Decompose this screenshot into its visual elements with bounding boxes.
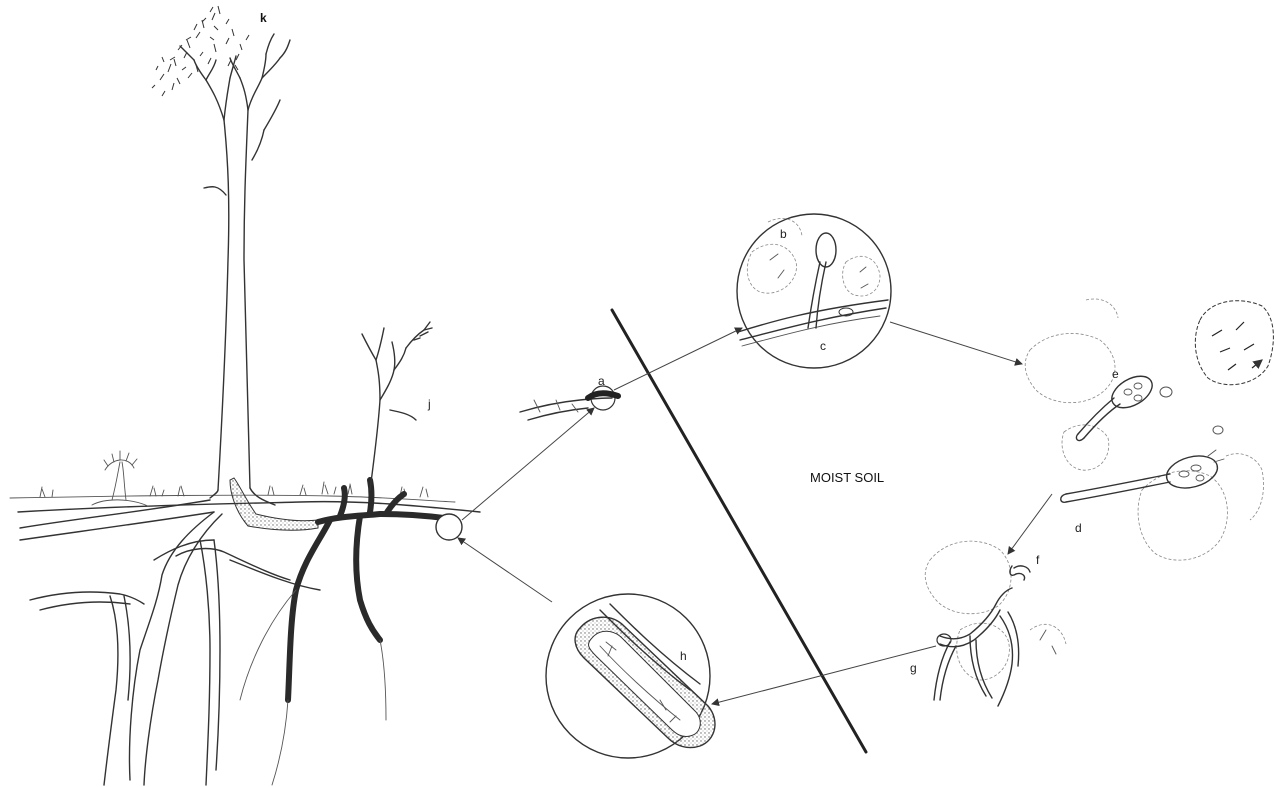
sporangia-cluster (1025, 299, 1263, 560)
label-k: k (260, 11, 267, 25)
zoospore-germination (925, 541, 1066, 706)
root-infection-detail-circle (546, 594, 715, 758)
arrow-b-to-e (890, 322, 1022, 364)
life-cycle-arrows (458, 322, 1052, 704)
label-e: e (1112, 367, 1119, 381)
label-c: c (820, 339, 826, 353)
label-h: h (680, 649, 687, 663)
tree-roots (20, 500, 320, 785)
label-a: a (598, 374, 605, 388)
zoospore-soil-particle (1195, 301, 1273, 385)
sporangium-detail-circle (737, 214, 891, 368)
small-plant (92, 451, 148, 506)
moist-soil-label: MOIST SOIL (810, 470, 884, 485)
arrow-h-to-root (458, 538, 552, 602)
root-tip-marker (436, 514, 462, 540)
label-f: f (1036, 553, 1040, 567)
label-d: d (1075, 521, 1082, 535)
arrow-d-to-f (1008, 494, 1052, 554)
tree-trunk-right (244, 110, 250, 488)
arrow-a-to-b (614, 328, 742, 390)
infected-roots (288, 480, 444, 700)
tree-trunk-left (218, 120, 229, 490)
label-b: b (780, 227, 787, 241)
tree-foliage (152, 6, 249, 96)
label-g: g (910, 661, 917, 675)
dying-sapling (362, 322, 432, 490)
label-j: j (427, 397, 431, 411)
arrow-g-to-h (712, 646, 936, 704)
root-fragment-a (520, 386, 618, 420)
dying-tree-illustration (10, 6, 480, 785)
tree-branches (180, 34, 290, 195)
arrow-root-to-a (462, 408, 594, 520)
